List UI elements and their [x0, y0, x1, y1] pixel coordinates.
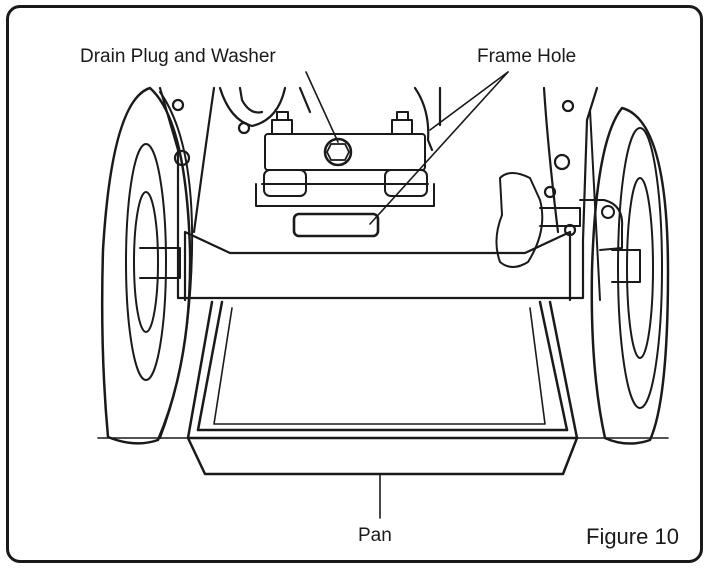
- frame-hole: [292, 212, 380, 238]
- pan-callout: Pan: [358, 525, 392, 546]
- left-wheel: [100, 86, 194, 445]
- frame-hole-callout: Frame Hole: [477, 46, 577, 67]
- drain-pan: [186, 300, 579, 476]
- engine-frame: [158, 86, 599, 302]
- mount-bracket: [255, 111, 435, 207]
- right-wheel: [589, 106, 670, 445]
- drain-plug-callout: Drain Plug and Washer: [80, 46, 276, 67]
- drain-plug: [323, 137, 353, 167]
- handle-knob: [495, 172, 624, 268]
- leader-lines: [305, 71, 509, 519]
- figure-number: Figure 10: [586, 524, 679, 549]
- figure-frame: [6, 5, 703, 563]
